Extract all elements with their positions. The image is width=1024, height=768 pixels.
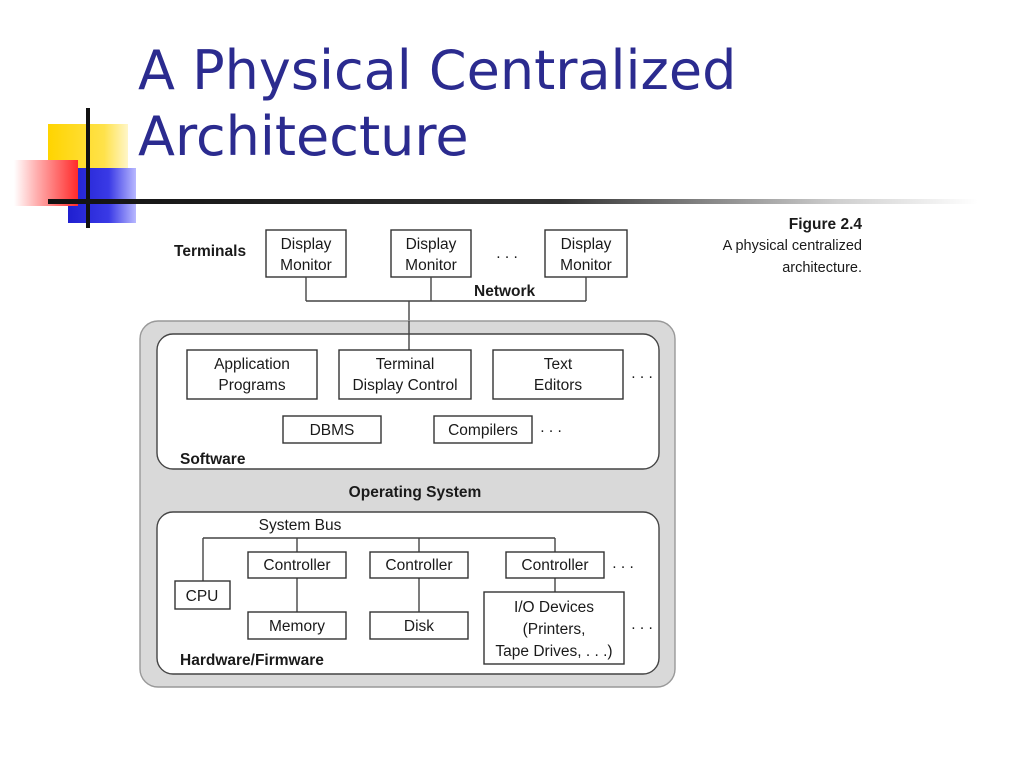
- compilers-label: Compilers: [448, 422, 518, 439]
- compilers-box: Compilers: [433, 415, 533, 444]
- controller-memory-rect: [247, 551, 347, 579]
- software-row1-ellipsis: . . .: [631, 365, 653, 382]
- system-bus-connectors: [202, 537, 556, 612]
- controller-memory-label: Controller: [263, 557, 330, 574]
- controller-disk-box: Controller: [369, 551, 469, 579]
- display-monitor-1-line-1: Display: [281, 236, 332, 253]
- vertical-rule-decoration: [86, 108, 90, 228]
- application-programs-box: Application Programs: [186, 349, 318, 400]
- dbms-box: DBMS: [282, 415, 382, 444]
- caption-figure-number: Figure 2.4: [789, 216, 863, 233]
- caption-line-2: architecture.: [782, 260, 862, 276]
- display-monitor-1: Display Monitor: [265, 229, 347, 278]
- display-monitor-1-box: [265, 229, 347, 278]
- cpu-label: CPU: [186, 588, 219, 605]
- controller-io-box: Controller: [505, 551, 605, 579]
- io-devices-line-2: (Printers,: [523, 621, 586, 638]
- hardware-firmware-label: Hardware/Firmware: [180, 652, 324, 669]
- blue-square-decoration: [68, 168, 136, 223]
- memory-label: Memory: [269, 618, 325, 635]
- display-monitor-2-line-2: Monitor: [405, 257, 457, 274]
- controller-io-label: Controller: [521, 557, 588, 574]
- text-editors-box: Text Editors: [492, 349, 624, 400]
- display-monitor-2-box: [390, 229, 472, 278]
- text-editors-line-1: Text: [544, 356, 573, 373]
- red-square-decoration: [14, 160, 78, 206]
- display-monitor-3-line-2: Monitor: [560, 257, 612, 274]
- terminal-display-control-line-1: Terminal: [376, 356, 435, 373]
- controller-memory-box: Controller: [247, 551, 347, 579]
- display-monitor-1-line-2: Monitor: [280, 257, 332, 274]
- compilers-rect: [433, 415, 533, 444]
- disk-rect: [369, 611, 469, 640]
- display-monitor-2: Display Monitor: [390, 229, 472, 278]
- title-underline-rule: [48, 199, 978, 204]
- operating-system-label: Operating System: [349, 484, 482, 501]
- memory-rect: [247, 611, 347, 640]
- display-monitor-3: Display Monitor: [544, 229, 628, 278]
- terminals-ellipsis: . . .: [496, 245, 518, 262]
- application-programs-line-2: Programs: [218, 377, 285, 394]
- software-label: Software: [180, 451, 246, 468]
- caption-line-1: A physical centralized: [723, 238, 862, 254]
- slide-title-line-2: Architecture: [138, 105, 469, 168]
- memory-box: Memory: [247, 611, 347, 640]
- network-label: Network: [474, 283, 536, 300]
- terminal-display-control-line-2: Display Control: [352, 377, 457, 394]
- text-editors-rect: [492, 349, 624, 400]
- cpu-box: CPU: [174, 580, 231, 610]
- display-monitor-3-line-1: Display: [561, 236, 612, 253]
- application-programs-line-1: Application: [214, 356, 290, 373]
- display-monitor-2-line-1: Display: [406, 236, 457, 253]
- controller-disk-label: Controller: [385, 557, 452, 574]
- disk-label: Disk: [404, 618, 434, 635]
- io-devices-ellipsis: . . .: [631, 616, 653, 633]
- system-bus-label: System Bus: [259, 517, 342, 534]
- io-devices-line-1: I/O Devices: [514, 599, 594, 616]
- terminal-display-control-rect: [338, 349, 472, 400]
- io-devices-rect: [483, 591, 625, 665]
- controller-ellipsis: . . .: [612, 555, 634, 572]
- slide-title: A Physical Centralized Architecture: [138, 38, 736, 170]
- software-row2-ellipsis: . . .: [540, 419, 562, 436]
- controller-io-rect: [505, 551, 605, 579]
- dbms-rect: [282, 415, 382, 444]
- dbms-label: DBMS: [310, 422, 355, 439]
- display-monitor-3-box: [544, 229, 628, 278]
- application-programs-rect: [186, 349, 318, 400]
- slide-title-line-1: A Physical Centralized: [138, 39, 737, 102]
- cpu-rect: [174, 580, 231, 610]
- controller-disk-rect: [369, 551, 469, 579]
- disk-box: Disk: [369, 611, 469, 640]
- text-editors-line-2: Editors: [534, 377, 582, 394]
- terminals-label: Terminals: [174, 243, 246, 260]
- terminal-display-control-box: Terminal Display Control: [338, 349, 472, 400]
- io-devices-line-3: Tape Drives, . . .): [495, 643, 612, 660]
- io-devices-box: I/O Devices (Printers, Tape Drives, . . …: [483, 591, 625, 665]
